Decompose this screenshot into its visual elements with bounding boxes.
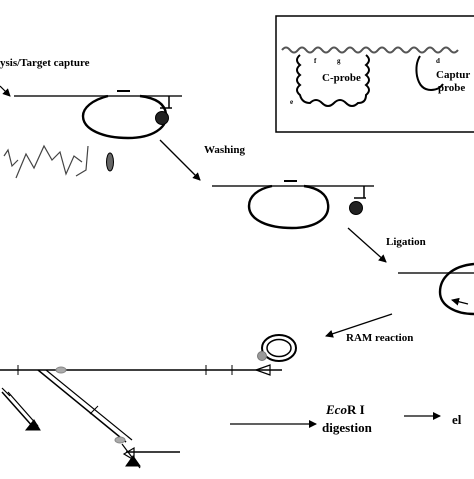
step-washed <box>212 180 374 230</box>
letter-e: e <box>290 98 293 106</box>
inset-panel: C-probe Captur probe e f g d <box>275 15 474 133</box>
ecor-label: EcoR I <box>325 402 365 417</box>
primer-end-triangle-sub <box>125 455 141 467</box>
polymerase-dot <box>257 351 267 361</box>
step-lysis: ysis/Target capture <box>0 57 182 179</box>
arrow-to-washing <box>159 139 201 181</box>
magnetic-bead-2 <box>349 201 363 215</box>
electrophoresis-label: el <box>452 412 462 427</box>
washing-label: Washing <box>204 144 245 156</box>
rolling-circle-outer <box>261 334 297 362</box>
ligation-arrow-inner <box>451 297 469 306</box>
branch-strand-1b <box>45 369 133 441</box>
arrow-to-ligation <box>347 227 387 263</box>
lysis-arrow <box>0 85 11 97</box>
digestion-label: digestion <box>322 420 373 435</box>
capture-probe-label-line1: Captur <box>436 69 470 81</box>
short-branch-tail <box>1 387 11 397</box>
inset-border <box>275 15 474 133</box>
capture-probe-curve <box>415 55 444 92</box>
primer-end-triangle-branch <box>122 446 135 462</box>
c-probe-label: C-probe <box>322 72 361 84</box>
letter-d: d <box>436 57 440 65</box>
ligation-label: Ligation <box>386 236 426 248</box>
c-probe-circle-1 <box>81 94 168 140</box>
debris-oval <box>106 152 114 172</box>
ram-reaction-label: RAM reaction <box>346 332 413 344</box>
ecor-italic: Eco <box>325 402 347 417</box>
letter-g: g <box>337 57 341 65</box>
step-ligated <box>398 262 474 316</box>
target-strand-wavy <box>281 46 459 54</box>
branch-strand-1 <box>37 369 127 443</box>
arrow-to-ram <box>325 313 393 338</box>
primer-end-triangle-short <box>24 419 41 431</box>
capture-probe-label-line2: probe <box>438 82 465 94</box>
c-probe-circle-2 <box>247 184 330 230</box>
rolling-circle-inner <box>266 338 292 358</box>
branch-strand-2b <box>7 391 39 427</box>
branch-tick <box>89 405 99 415</box>
branch-strand-2 <box>1 391 35 429</box>
c-probe-loop <box>296 54 370 107</box>
c-probe-circle-3 <box>438 262 474 316</box>
lysis-label: ysis/Target capture <box>0 57 90 69</box>
primer-end-triangle-main <box>254 364 271 376</box>
cellular-debris <box>3 144 89 179</box>
step-ram-products <box>0 334 297 469</box>
letter-f: f <box>314 57 317 65</box>
primer-dot-main <box>55 366 67 374</box>
ecor-rest: R I <box>347 402 365 417</box>
primer-dot-branch <box>114 436 126 444</box>
magnetic-bead-1 <box>155 111 169 125</box>
